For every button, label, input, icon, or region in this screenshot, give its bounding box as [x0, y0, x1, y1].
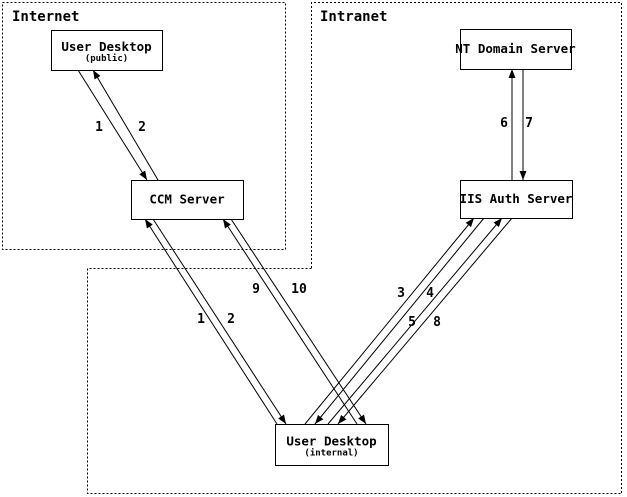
edge-3-internal-to-iis-label: 3: [397, 286, 405, 301]
node-ccm-server: [131, 180, 244, 220]
edge-2-ccm-to-internal-label: 2: [227, 312, 235, 327]
node-user-desktop-internal-title: User Desktop: [286, 434, 376, 449]
edge-6-iis-to-nt-label: 6: [500, 116, 508, 131]
node-ccm-server-title: CCM Server: [149, 192, 225, 207]
node-iis-auth-server-title: IIS Auth Server: [460, 191, 573, 206]
edge-3-internal-to-iis: [304, 217, 475, 425]
edge-1-internal-to-ccm-label: 1: [197, 312, 205, 327]
edge-10-ccm-to-internal: [230, 218, 367, 425]
zone-internet-border: [2, 2, 286, 250]
edge-8-iis-to-internal-label: 8: [433, 315, 441, 330]
node-nt-domain-server: [460, 29, 572, 70]
node-iis-auth-server: [460, 180, 573, 219]
edge-2-ccm-to-internal: [152, 218, 287, 425]
edge-9-internal-to-ccm-label: 9: [252, 282, 260, 297]
node-user-desktop-public-title: User Desktop: [61, 39, 151, 54]
node-user-desktop-public-subtitle: (public): [85, 53, 128, 64]
zone-internal-network-border: [87, 268, 622, 494]
zone-internet-label: Internet: [12, 9, 79, 25]
edge-1-public-to-ccm: [77, 69, 148, 181]
edge-1-public-to-ccm-label: 1: [95, 120, 103, 135]
edge-1-internal-to-ccm: [144, 218, 278, 425]
edge-5-internal-to-iis-label: 5: [408, 315, 416, 330]
node-user-desktop-public: [51, 30, 163, 71]
edge-8-iis-to-internal: [337, 217, 513, 425]
edge-4-iis-to-internal-label: 4: [426, 286, 434, 301]
edge-9-internal-to-ccm: [222, 218, 358, 425]
node-nt-domain-server-title: NT Domain Server: [455, 41, 576, 56]
edge-10-ccm-to-internal-label: 10: [291, 282, 307, 297]
edge-2-ccm-to-public: [92, 69, 159, 181]
edge-2-ccm-to-public-label: 2: [138, 120, 146, 135]
edge-4-iis-to-internal: [314, 217, 485, 425]
node-user-desktop-internal: [275, 424, 389, 466]
edge-5-internal-to-iis: [327, 217, 503, 425]
zone-intranet-border: [311, 2, 622, 494]
edge-7-nt-to-iis-label: 7: [525, 116, 533, 131]
zone-intranet-label: Intranet: [320, 9, 387, 25]
node-user-desktop-internal-subtitle: (internal): [304, 448, 358, 459]
